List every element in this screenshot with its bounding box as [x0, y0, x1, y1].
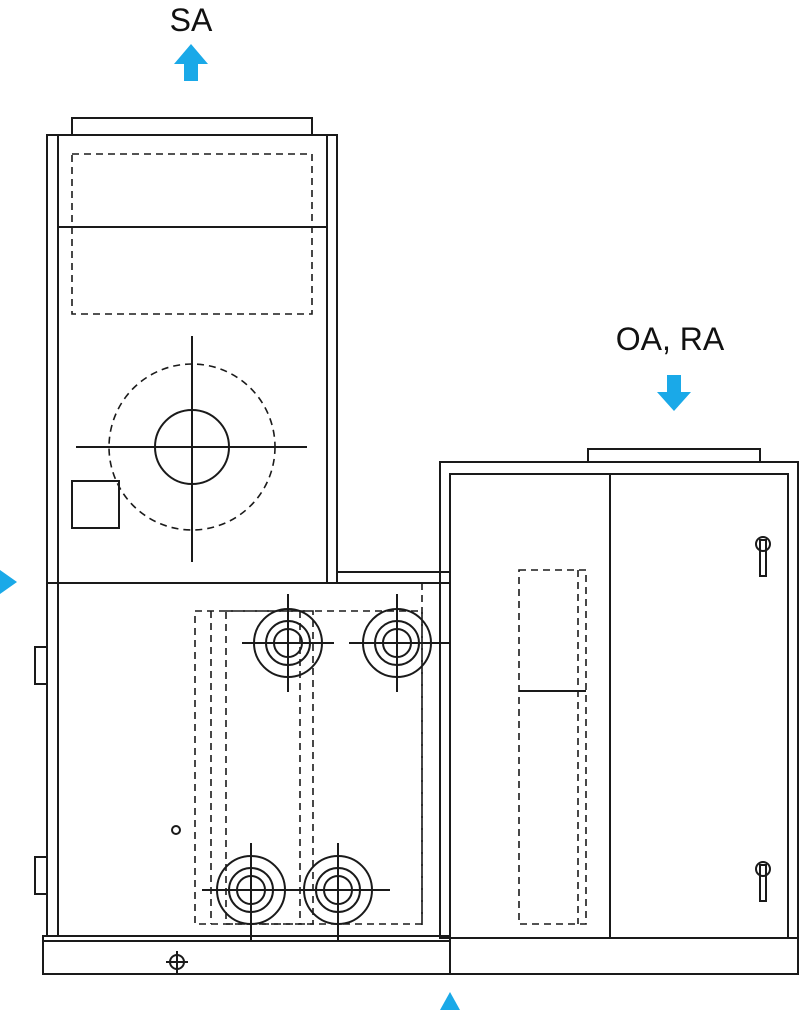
- pipe-connection-3: [202, 843, 300, 940]
- base-frame: [42, 935, 799, 975]
- intake-air-arrow-icon: [657, 375, 691, 411]
- damper-outline: [518, 569, 587, 925]
- bottom-marker-triangle-icon: [440, 992, 460, 1010]
- side-marker-triangle-icon: [0, 570, 17, 594]
- fan-section: [46, 117, 338, 584]
- pipe-connection-2: [349, 594, 450, 692]
- center-mark-icon: [166, 951, 188, 973]
- pipe-connection-4: [290, 843, 390, 940]
- intake-section-casing: [439, 461, 799, 939]
- hinge-bottom: [34, 856, 48, 895]
- supply-duct-collar: [71, 117, 313, 136]
- coil-section: [34, 571, 451, 940]
- drain-hole: [171, 825, 181, 835]
- door-handle-bottom: [755, 861, 771, 902]
- coil-frame-outer: [194, 610, 423, 925]
- supply-air-arrow-icon: [174, 44, 208, 81]
- coil-frame-inner: [225, 610, 314, 925]
- hinge-top: [34, 646, 48, 685]
- intake-section: [439, 448, 799, 939]
- door-handle-top: [755, 536, 771, 577]
- motor-box: [71, 480, 120, 529]
- filter-panel-outline: [71, 153, 313, 315]
- supply-air-label: SA: [170, 2, 213, 38]
- intake-duct-collar: [587, 448, 761, 463]
- coil-section-casing: [46, 582, 451, 937]
- base-frame-right: [449, 937, 799, 975]
- outdoor-return-air-label: OA, RA: [616, 321, 725, 357]
- pipe-connection-1: [242, 594, 334, 692]
